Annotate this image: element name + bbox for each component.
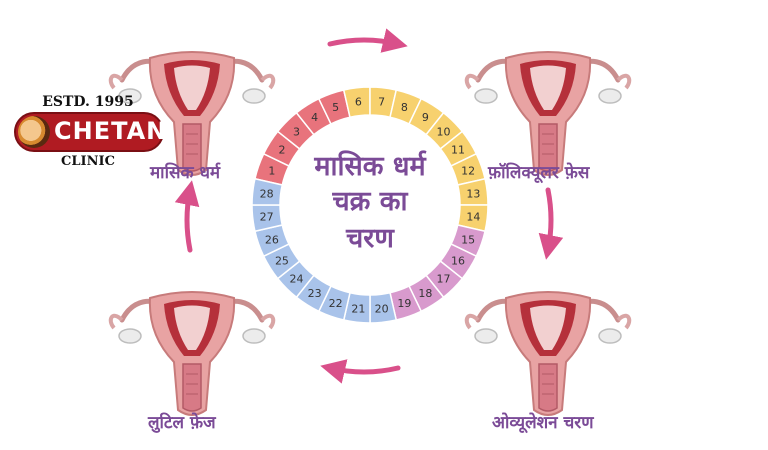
center-title-line-2: चक्र का <box>331 186 408 217</box>
cycle-day-label: 22 <box>329 297 343 310</box>
arrow-top <box>327 28 408 53</box>
cycle-day-label: 16 <box>451 254 465 267</box>
cycle-day-label: 1 <box>268 165 275 178</box>
cycle-day-label: 8 <box>401 101 408 114</box>
logo-clinic-name: CHETAN <box>54 117 168 145</box>
cycle-day-label: 23 <box>308 287 322 300</box>
logo-portrait-icon <box>18 116 50 148</box>
cycle-day-label: 24 <box>289 273 303 286</box>
cycle-segment <box>251 177 284 206</box>
clinic-logo: ESTD. 1995 CHETAN CLINIC <box>8 94 168 174</box>
cycle-day-label: 20 <box>375 302 389 315</box>
center-title-line-3: चरण <box>345 223 395 254</box>
uterus-illustration-follicular <box>467 52 630 175</box>
cycle-day-label: 3 <box>293 125 300 138</box>
uterus-illustration-luteal <box>111 292 274 415</box>
cycle-day-label: 25 <box>275 254 289 267</box>
cycle-day-label: 11 <box>451 144 465 157</box>
cycle-day-label: 2 <box>278 144 285 157</box>
arrow-left <box>174 180 200 253</box>
cycle-day-label: 18 <box>418 287 432 300</box>
phase-label-luteal: लुटिल फ़ेज <box>148 413 216 433</box>
cycle-day-label: 21 <box>351 302 365 315</box>
cycle-day-label: 27 <box>260 211 274 224</box>
cycle-day-label: 5 <box>332 101 339 114</box>
cycle-day-label: 14 <box>466 211 480 224</box>
cycle-day-label: 13 <box>466 187 480 200</box>
cycle-day-label: 7 <box>378 96 385 109</box>
logo-established-text: ESTD. 1995 <box>42 94 134 110</box>
cycle-day-label: 15 <box>461 233 475 246</box>
phase-label-follicular: फ़ॉलिक्यूलर फ़ेस <box>488 163 590 183</box>
cycle-day-label: 28 <box>260 187 274 200</box>
arrow-right <box>538 187 564 260</box>
logo-clinic-subtitle: CLINIC <box>61 154 115 169</box>
cycle-day-label: 10 <box>437 125 451 138</box>
center-title-line-1: मासिक धर्म <box>313 150 426 182</box>
phase-label-ovulation: ओव्यूलेशन चरण <box>492 413 594 433</box>
cycle-day-label: 17 <box>437 273 451 286</box>
cycle-day-label: 12 <box>461 165 475 178</box>
cycle-day-label: 4 <box>311 111 318 124</box>
arrow-bottom <box>320 359 401 384</box>
phase-label-menstruation: मासिक धर्म <box>150 163 221 183</box>
cycle-day-label: 19 <box>397 297 411 310</box>
cycle-day-label: 26 <box>265 233 279 246</box>
cycle-day-label: 6 <box>355 96 362 109</box>
logo-badge: CHETAN <box>14 112 168 152</box>
cycle-day-label: 9 <box>422 111 429 124</box>
uterus-illustration-ovulation <box>467 292 630 415</box>
